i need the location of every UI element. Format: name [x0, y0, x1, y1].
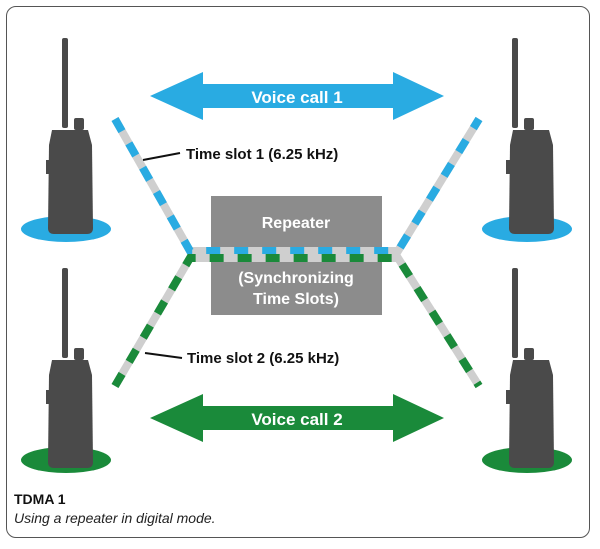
radio-top-right: [482, 38, 572, 242]
radio-bottom-right: [482, 268, 572, 473]
repeater-subtitle-line2: Time Slots): [253, 291, 339, 308]
radio-bottom-left: [21, 268, 111, 473]
repeater-title: Repeater: [262, 215, 330, 232]
figure-caption-subtitle: Using a repeater in digital mode.: [14, 510, 216, 526]
time-slot-1-callout: Time slot 1 (6.25 kHz): [142, 146, 338, 163]
handheld-radio-icon: [506, 268, 554, 468]
voice-call-1-label: Voice call 1: [251, 88, 342, 107]
voice-call-1-arrow: Voice call 1: [150, 72, 444, 120]
time-slot-2-callout: Time slot 2 (6.25 kHz): [144, 350, 339, 367]
time-slot-1-label: Time slot 1 (6.25 kHz): [186, 146, 338, 163]
voice-call-2-arrow: Voice call 2: [150, 394, 444, 442]
time-slot-2-link: [111, 254, 483, 389]
figure-caption-title: TDMA 1: [14, 491, 66, 507]
figure-frame: [6, 6, 590, 538]
time-slot-2-label: Time slot 2 (6.25 kHz): [187, 350, 339, 367]
time-slot-1-link: [111, 116, 483, 255]
radio-top-left: [21, 38, 111, 242]
voice-call-2-label: Voice call 2: [251, 410, 342, 429]
handheld-radio-icon: [46, 268, 93, 468]
handheld-radio-icon: [506, 38, 554, 234]
repeater-subtitle-line1: (Synchronizing: [238, 270, 354, 287]
handheld-radio-icon: [46, 38, 93, 234]
